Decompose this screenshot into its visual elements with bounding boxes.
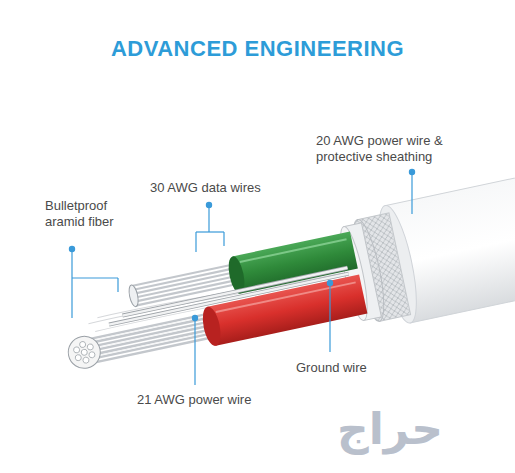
part-label: Bulletproof aramid fiber: [45, 198, 140, 230]
part-label: 30 AWG data wires: [150, 180, 290, 196]
part-label: 20 AWG power wire & protective sheathing: [316, 133, 466, 165]
leader-lines: [69, 169, 414, 385]
title: ADVANCED ENGINEERING: [0, 36, 515, 62]
part-label: 21 AWG power wire: [137, 392, 277, 408]
watermark: حراج: [300, 404, 480, 454]
part-label: Ground wire: [296, 360, 416, 376]
cable: [52, 160, 515, 394]
